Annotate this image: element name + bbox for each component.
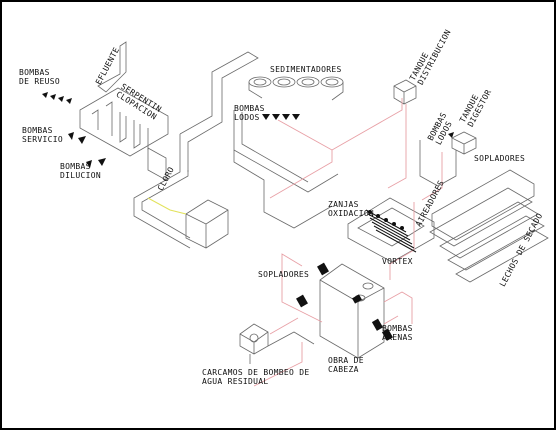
reuso-pumps-icon	[42, 92, 72, 104]
chlorine-pipe	[147, 197, 187, 215]
digestor-pumps-icon	[448, 132, 454, 138]
sedimentadores-group	[248, 76, 344, 101]
vortex-label: VORTEX	[382, 257, 413, 266]
aerators	[365, 209, 417, 253]
left-channel	[133, 134, 191, 249]
sopladores-bottom-label: SOPLADORES	[258, 270, 310, 279]
pumps	[42, 92, 454, 341]
drying-beds	[429, 169, 549, 283]
blower-3-icon	[352, 294, 362, 304]
main-channel	[233, 110, 339, 193]
lodos-pumps-icon	[262, 114, 300, 120]
chlorine-tank	[185, 199, 229, 249]
blower-1-icon	[317, 262, 329, 276]
digester-tank	[451, 131, 477, 155]
arenas-pump-2-icon	[381, 328, 393, 341]
carcamos	[239, 323, 269, 355]
sedimentadores-label: SEDIMENTADORES	[270, 65, 342, 74]
pipe-sludge	[277, 98, 403, 151]
servicio-pumps-icon	[68, 132, 86, 144]
effluent-pipe	[97, 41, 127, 93]
dilucion-pumps-icon	[86, 158, 106, 168]
headworks	[319, 263, 385, 359]
sopladores-top-label: SOPLADORES	[474, 154, 526, 163]
arenas-pump-1-icon	[371, 318, 383, 331]
distribution-tank	[393, 79, 417, 105]
serpentine-block	[79, 87, 169, 157]
oxidation-ditch	[347, 197, 435, 263]
blower-2-icon	[296, 294, 308, 308]
